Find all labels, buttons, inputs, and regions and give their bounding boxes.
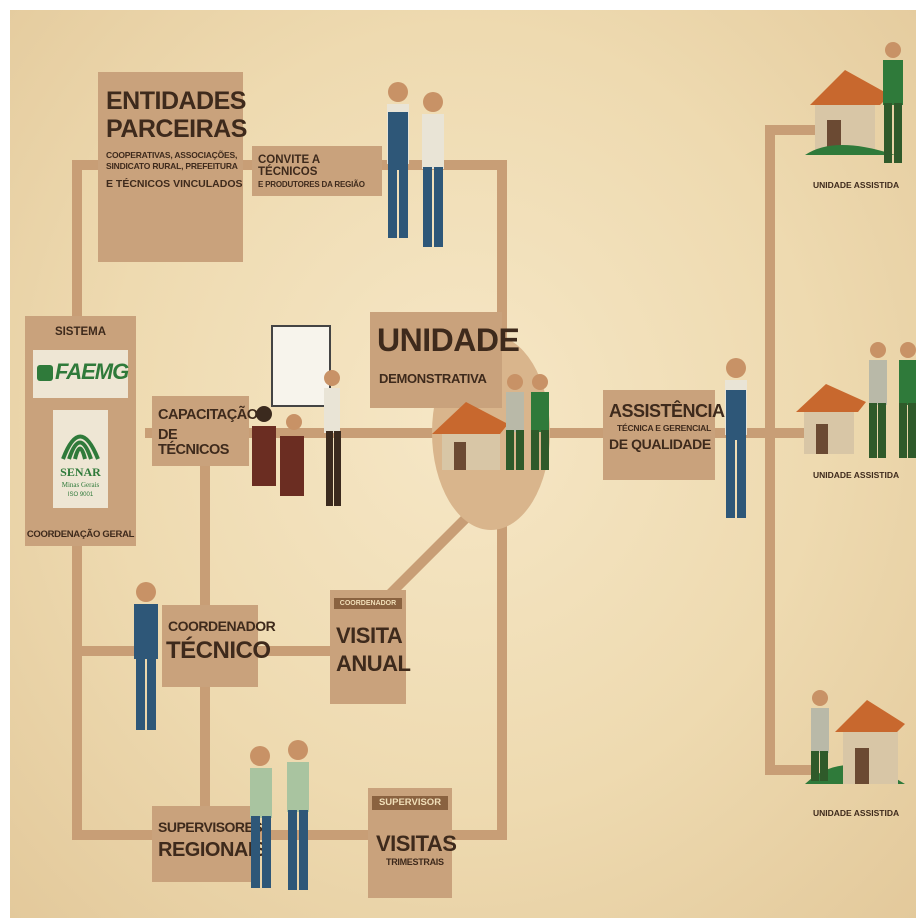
visita-anual-line-1: VISITA — [336, 623, 403, 648]
visita-anual-tag: COORDENADOR — [334, 598, 402, 610]
connector — [450, 830, 505, 840]
visitas-line-2: TRIMESTRAIS — [386, 857, 444, 867]
supervisores-line-2: REGIONAIS — [158, 838, 266, 861]
senar-sub-1: Minas Gerais — [61, 481, 100, 489]
assistencia-sub-2: DE QUALIDADE — [609, 435, 711, 452]
entidades-sub-2: SINDICATO RURAL, PREFEITURA — [106, 161, 238, 172]
capacitacao-line-2: DE TÉCNICOS — [158, 427, 229, 459]
convite-line-2: E PRODUTORES DA REGIÃO — [258, 180, 365, 190]
entidades-title-2: PARCEIRAS — [106, 115, 247, 144]
flow-diagram: ENTIDADES PARCEIRAS COOPERATIVAS, ASSOCI… — [10, 10, 916, 918]
supervisors-icon — [250, 740, 309, 890]
assistencia-title: ASSISTÊNCIA — [609, 401, 725, 421]
farmers-icon-middle — [869, 342, 916, 458]
entidades-sub-1: COOPERATIVAS, ASSOCIAÇÕES, — [106, 149, 238, 160]
farmer-icon-top — [883, 42, 903, 163]
connector — [765, 765, 815, 775]
coordenador-line-1: COORDENADOR — [168, 618, 276, 634]
training-illustration — [252, 325, 341, 506]
connector — [765, 125, 775, 775]
unidade-assistida-label: UNIDADE ASSISTIDA — [813, 470, 900, 480]
unidade-assistida-label: UNIDADE ASSISTIDA — [813, 808, 900, 818]
connector — [255, 830, 370, 840]
assistencia-sub-1: TÉCNICA E GERENCIAL — [617, 422, 712, 433]
entidades-parceiras-box: ENTIDADES PARCEIRAS COOPERATIVAS, ASSOCI… — [98, 72, 247, 262]
farmers-icon-convite — [387, 82, 444, 247]
sistema-box: SISTEMA FAEMG SENAR Minas Gerais ISO 900… — [25, 316, 136, 546]
visitas-box: SUPERVISOR VISITAS TRIMESTRAIS — [368, 788, 457, 898]
senar-leaf-icon — [61, 434, 100, 460]
visitas-line-1: VISITAS — [376, 831, 457, 856]
senar-text: SENAR — [60, 465, 101, 479]
connector — [497, 160, 507, 350]
sistema-footer: COORDENAÇÃO GERAL — [26, 529, 135, 541]
sistema-title: SISTEMA — [54, 326, 107, 338]
senar-sub-2: ISO 9001 — [67, 492, 94, 498]
faemg-text: FAEMG — [55, 359, 129, 384]
capacitacao-line-1: CAPACITAÇÃO — [158, 407, 258, 423]
unidade-sub: DEMONSTRATIVA — [379, 370, 487, 386]
house-icon-bottom — [805, 690, 905, 784]
assistencia-box: ASSISTÊNCIA TÉCNICA E GERENCIAL DE QUALI… — [603, 390, 725, 480]
central-house-icon — [432, 374, 549, 470]
connector — [255, 646, 335, 656]
connector — [72, 646, 137, 656]
connector — [497, 510, 507, 840]
coordenador-box: COORDENADOR TÉCNICO — [162, 605, 276, 687]
coordenador-line-2: TÉCNICO — [166, 636, 271, 664]
senar-logo: SENAR Minas Gerais ISO 9001 — [53, 410, 108, 508]
supervisores-box: SUPERVISORES REGIONAIS — [152, 806, 266, 882]
visita-anual-box: COORDENADOR VISITA ANUAL — [330, 590, 411, 704]
connector — [765, 125, 815, 135]
connector — [72, 830, 162, 840]
faemg-leaf-icon — [37, 365, 53, 381]
unidade-assistida-label: UNIDADE ASSISTIDA — [813, 180, 900, 190]
technician-icon-assistencia — [725, 358, 747, 518]
connector — [545, 428, 605, 438]
entidades-sub-3: E TÉCNICOS VINCULADOS — [106, 178, 243, 191]
convite-box: CONVITE A TÉCNICOS E PRODUTORES DA REGIÃ… — [252, 146, 382, 196]
faemg-logo: FAEMG — [33, 350, 129, 398]
convite-line-1: CONVITE A TÉCNICOS — [258, 154, 320, 179]
house-icon-top — [805, 70, 895, 155]
visitas-tag: SUPERVISOR — [372, 796, 448, 810]
visita-anual-line-2: ANUAL — [336, 651, 411, 676]
connector — [145, 428, 545, 438]
entidades-title: ENTIDADES — [106, 87, 246, 115]
supervisores-line-1: SUPERVISORES — [158, 819, 263, 835]
unidade-title: UNIDADE — [377, 322, 520, 358]
house-icon-middle — [796, 384, 866, 454]
connector — [72, 160, 102, 170]
coordinator-icon — [134, 582, 158, 730]
unidade-box: UNIDADE DEMONSTRATIVA — [370, 312, 520, 408]
capacitacao-box: CAPACITAÇÃO DE TÉCNICOS — [152, 396, 258, 466]
